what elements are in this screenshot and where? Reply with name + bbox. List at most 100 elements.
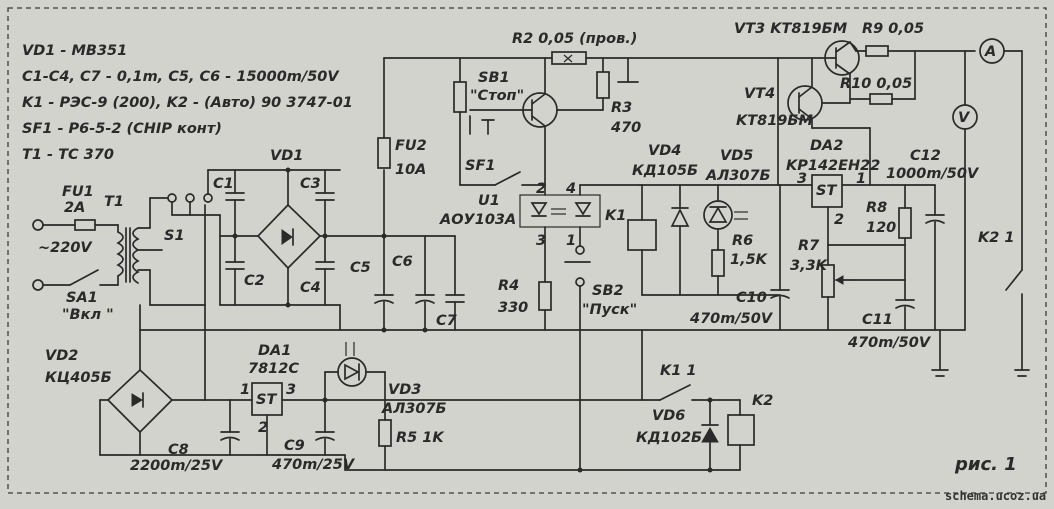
transformer-t1: T1 (104, 194, 206, 306)
note-line: T1 - TC 370 (22, 147, 114, 163)
bridge-vd1: VD1 C1 C2 C3 C4 (207, 148, 385, 308)
figure-caption: рис. 1 (954, 454, 1017, 475)
mains-terminal (32, 279, 44, 291)
label-s1: S1 (164, 228, 185, 244)
label-sb1: SB1 (478, 70, 510, 86)
label-r6: R6 (732, 233, 753, 249)
label-sf1: SF1 (465, 158, 495, 174)
label-r8: R8 (866, 200, 887, 216)
label-r6-value: 1,5K (730, 252, 769, 268)
label-c11: C11 (862, 312, 893, 328)
note-line: VD1 - MB351 (22, 43, 127, 59)
label-vd4: VD4 (648, 143, 681, 159)
note-line: SF1 - P6-5-2 (CHIP конт) (22, 121, 222, 137)
label-vd5-value: АЛ307Б (705, 168, 771, 184)
label-u1-pin4: 4 (565, 181, 576, 197)
label-r7-value: 3,3K (790, 258, 829, 274)
label-u1-pin2: 2 (536, 181, 546, 197)
label-c6: C6 (392, 254, 413, 270)
label-vd6-value: КД102Б (636, 430, 702, 446)
resistor-r5 (378, 419, 392, 447)
label-k1: K1 (605, 208, 626, 224)
label-vd5: VD5 (720, 148, 753, 164)
label-c7: C7 (436, 313, 458, 329)
control-section: R2 0,05 (пров.) SB1 "Стоп" R3 470 SF1 (453, 31, 779, 186)
label-c9-value: 470m/25V (271, 457, 356, 473)
output-stage: VT3 KT819БМ R9 0,05 R10 0,05 VT4 KT819БМ (734, 21, 976, 186)
schematic-frame (7, 7, 1047, 494)
label-sa1-value: "Вкл " (62, 307, 114, 323)
fuse-fu2-branch: FU2 10A (377, 57, 553, 237)
label-vd2-value: КЦ405Б (45, 370, 112, 386)
label-vd2: VD2 (45, 348, 78, 364)
relay-k2-coil (727, 414, 755, 446)
label-da2-st: ST (816, 183, 837, 199)
relay-k2-section: K1 1 VD6 КД102Б K2 (384, 329, 773, 473)
label-c12: C12 (910, 148, 941, 164)
label-r2: R2 0,05 (пров.) (512, 31, 637, 47)
label-sb2-value: "Пуск" (582, 302, 637, 318)
label-vd3-value: АЛ307Б (381, 401, 447, 417)
relay-k1-section: K1 VD4 КД105Б VD5 АЛ307Б R6 1,5K C10 470… (605, 143, 790, 331)
label-c8: C8 (168, 442, 189, 458)
label-vd1: VD1 (270, 148, 303, 164)
label-r10: R10 0,05 (840, 76, 912, 92)
label-r4-value: 330 (498, 300, 528, 316)
label-k2: K2 (752, 393, 773, 409)
label-c9: C9 (284, 438, 305, 454)
label-c11-value: 470m/50V (847, 335, 932, 351)
label-vt3: VT3 KT819БМ (734, 21, 848, 37)
optocoupler-u1: 2 4 3 1 U1 АОУ103А (439, 181, 641, 283)
label-vt4: VT4 (744, 86, 775, 102)
label-sb1-value: "Стоп" (470, 88, 524, 104)
label-da2-pin3: 3 (797, 171, 807, 187)
label-da2-pin2: 2 (834, 212, 844, 228)
label-ammeter: A (984, 44, 996, 60)
output-meters: V A K2 1 (931, 38, 1030, 377)
label-c2: C2 (244, 273, 265, 289)
resistor-r4 (538, 281, 552, 311)
label-r3-value: 470 (610, 120, 641, 136)
label-c8-value: 2200m/25V (130, 458, 224, 474)
label-c10: C10 (736, 290, 767, 306)
label-da2-value: KP142EH22 (786, 158, 880, 174)
label-t1: T1 (104, 194, 124, 210)
label-c3: C3 (300, 176, 321, 192)
label-da1: DA1 (258, 343, 291, 359)
led-vd3 (337, 357, 367, 387)
label-vd6: VD6 (652, 408, 685, 424)
aux-supply: VD2 КЦ405Б C8 2200m/25V ST 1 3 2 DA1 781… (45, 304, 741, 474)
label-da2-pin1: 1 (856, 171, 866, 187)
label-da1-value: 7812C (248, 361, 299, 377)
switch-sb1 (453, 81, 467, 113)
label-r9: R9 0,05 (862, 21, 924, 37)
switch-s1: S1 (164, 169, 221, 244)
fuse-fu1 (74, 219, 96, 231)
label-c5: C5 (350, 260, 371, 276)
label-c10-value: 470m/50V (689, 311, 774, 327)
mains-terminal (32, 219, 44, 231)
label-sb2: SB2 (592, 283, 624, 299)
label-fu2: FU2 (395, 138, 427, 154)
label-k2-contact: K2 1 (978, 230, 1014, 246)
label-da2: DA2 (810, 138, 843, 154)
label-r5: R5 1K (396, 430, 445, 446)
label-r4: R4 (498, 278, 519, 294)
component-notes: VD1 - MB351 C1-C4, C7 - 0,1m, C5, C6 - 1… (22, 43, 353, 163)
label-u1-pin1: 1 (566, 233, 576, 249)
label-voltmeter: V (958, 110, 971, 126)
note-line: K1 - РЭС-9 (200), K2 - (Авто) 90 3747-01 (22, 95, 353, 111)
relay-k2-contact (1005, 269, 1023, 291)
label-da1-st: ST (256, 392, 277, 408)
switch-sa1 (69, 269, 99, 286)
switch-sf1 (494, 171, 521, 186)
label-r8-value: 120 (866, 220, 896, 236)
watermark: schema.ucoz.ua (945, 489, 1046, 503)
label-u1-pin3: 3 (536, 233, 546, 249)
label-fu1: FU1 (62, 184, 94, 200)
relay-k1-contact (659, 384, 691, 401)
label-c1: C1 (213, 176, 234, 192)
label-da1-pin2: 2 (258, 420, 268, 436)
